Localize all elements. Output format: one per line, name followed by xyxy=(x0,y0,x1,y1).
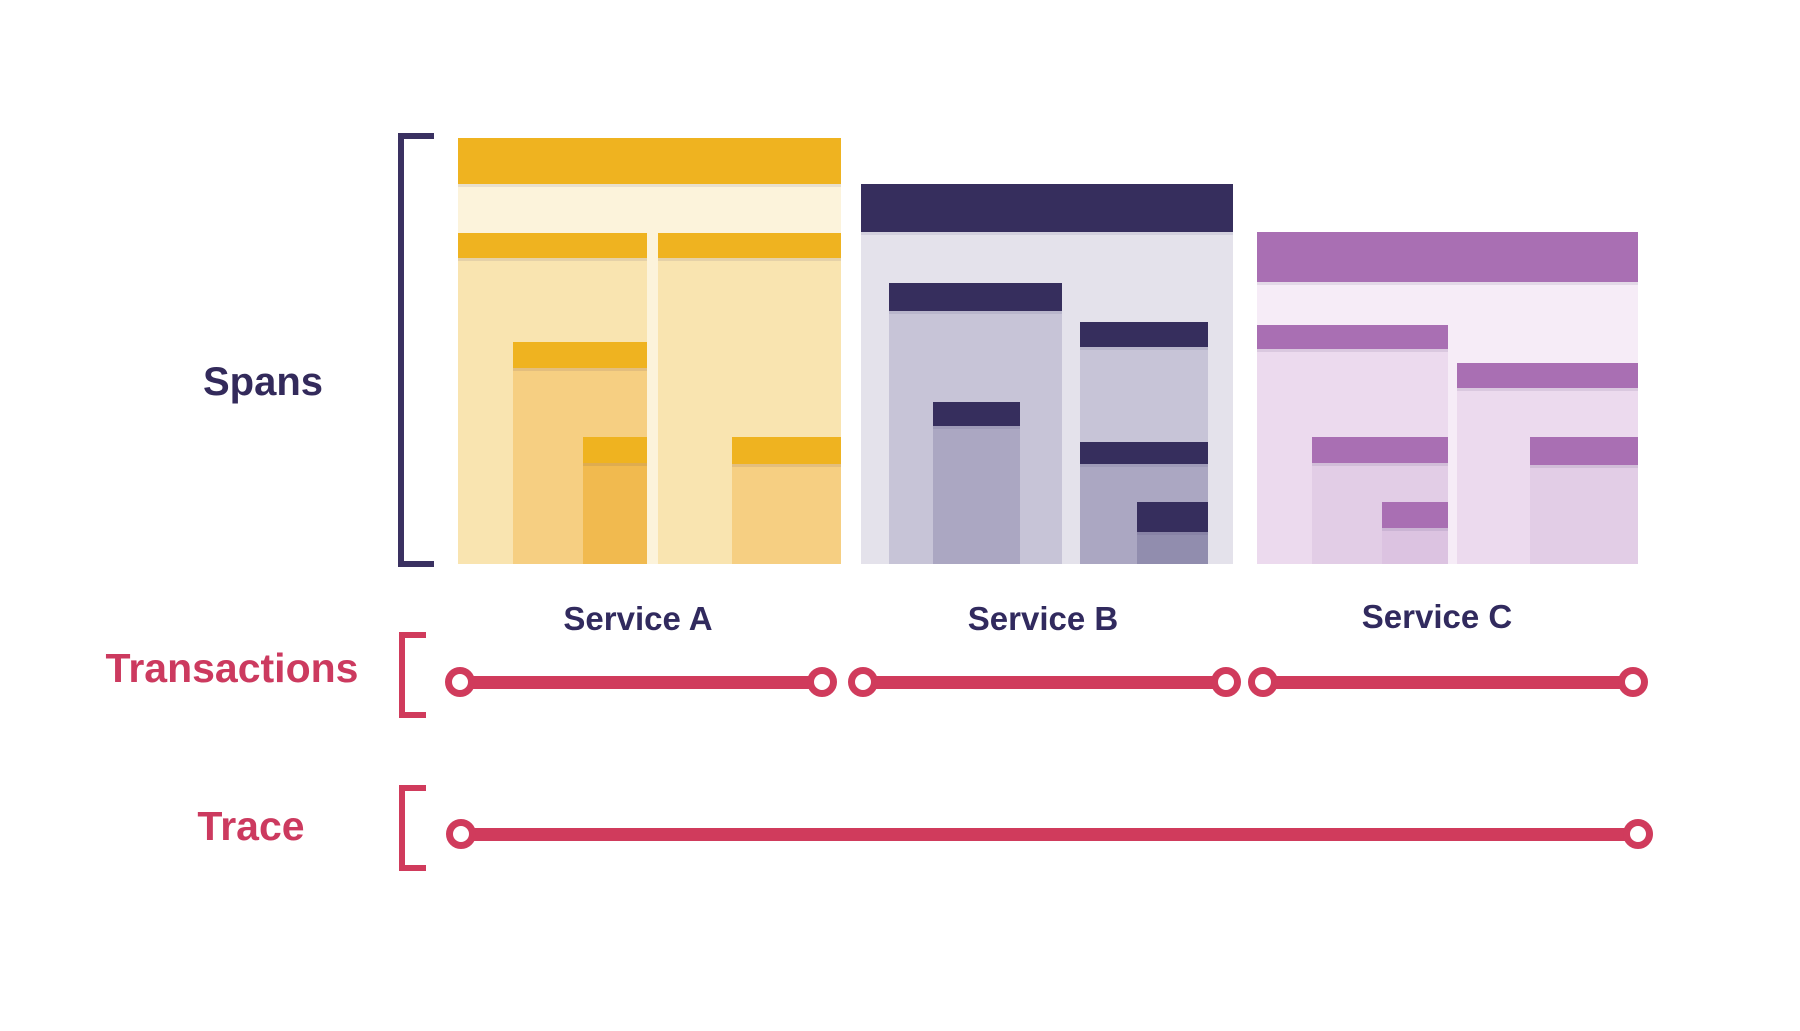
span-body-level3 xyxy=(1137,532,1208,564)
transaction-endpoint-circle xyxy=(445,667,475,697)
span-bar-level0 xyxy=(458,138,841,184)
service-label-a: Service A xyxy=(563,600,713,637)
span-bar-level3 xyxy=(1382,502,1448,528)
spans-label: Spans xyxy=(202,360,324,404)
span-bar-level0 xyxy=(1257,232,1638,282)
transactions-label: Transactions xyxy=(105,645,359,691)
transaction-endpoint-circle xyxy=(1211,667,1241,697)
span-bar-level2 xyxy=(933,402,1020,426)
span-body-level2 xyxy=(933,426,1020,564)
span-bar-level1 xyxy=(1257,325,1448,349)
span-bar-level2 xyxy=(1080,442,1208,464)
trace-bracket xyxy=(399,785,426,871)
transaction-line xyxy=(863,675,1226,689)
transaction-endpoint-circle xyxy=(807,667,837,697)
span-bar-level2 xyxy=(1530,437,1638,465)
transaction-endpoint-circle xyxy=(1618,667,1648,697)
trace-endpoint-circle xyxy=(1623,819,1653,849)
span-bar-level1 xyxy=(1080,322,1208,347)
span-bar-level1 xyxy=(1457,363,1638,388)
transactions-bracket xyxy=(399,632,426,718)
transaction-endpoint-circle xyxy=(1248,667,1278,697)
service-label-b: Service B xyxy=(967,600,1119,637)
span-bar-level2 xyxy=(1312,437,1448,463)
transaction-line xyxy=(1263,675,1633,689)
span-bar-level1 xyxy=(889,283,1062,311)
span-bar-level2 xyxy=(513,342,647,368)
span-body-level3 xyxy=(1382,528,1448,564)
span-bar-level2 xyxy=(732,437,841,464)
trace-label: Trace xyxy=(197,803,305,849)
spans-bracket xyxy=(398,133,434,567)
span-bar-level3 xyxy=(1137,502,1208,532)
span-body-level2 xyxy=(1530,465,1638,564)
span-bar-level0 xyxy=(861,184,1233,232)
trace-line xyxy=(461,827,1638,841)
span-bar-level1 xyxy=(458,233,647,258)
span-body-level2 xyxy=(732,464,841,564)
transaction-endpoint-circle xyxy=(848,667,878,697)
span-body-level3 xyxy=(583,463,647,564)
transaction-line xyxy=(460,675,822,689)
span-bar-level3 xyxy=(583,437,647,463)
trace-endpoint-circle xyxy=(446,819,476,849)
span-bar-level1 xyxy=(658,233,841,258)
service-label-c: Service C xyxy=(1361,598,1513,635)
